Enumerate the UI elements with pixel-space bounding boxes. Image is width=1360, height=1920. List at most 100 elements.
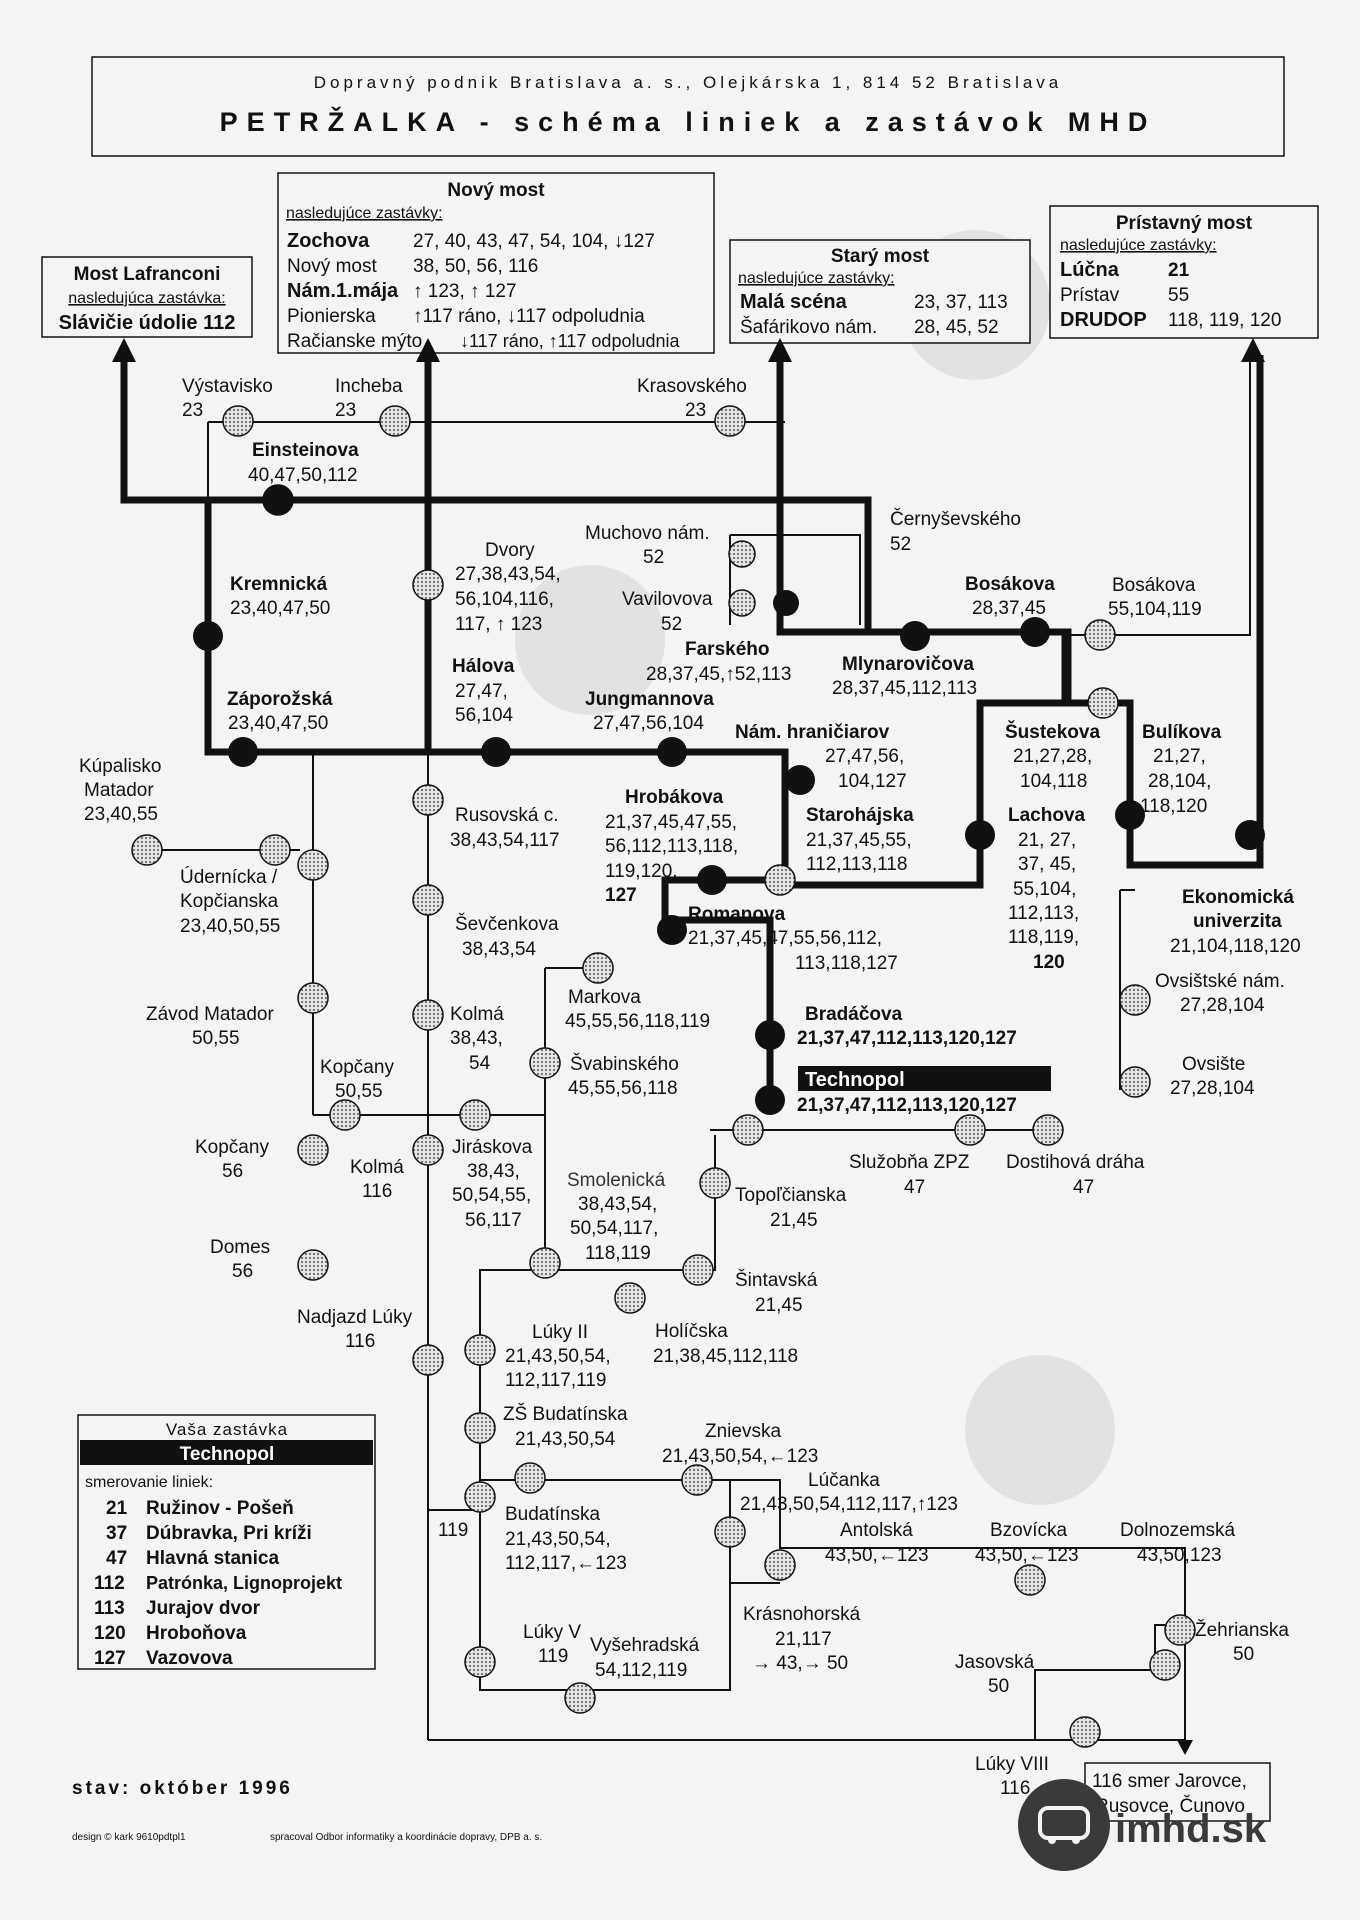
stop-lachova[interactable]: Lachova 21, 27, 37, 45, 55,104, 112,113,… bbox=[965, 805, 1086, 973]
stop-cernysevskeho[interactable]: Černyševského 52 bbox=[890, 508, 1021, 555]
row-name: Šafárikovo nám. bbox=[740, 316, 877, 338]
stop-kupalisko[interactable]: Kúpalisko Matador 23,40,55 bbox=[79, 756, 163, 866]
stop-sevcenkova[interactable]: Ševčenkova 38,43,54 bbox=[412, 884, 559, 960]
svg-text:50,55: 50,55 bbox=[335, 1081, 383, 1102]
stop-luky-5[interactable]: Lúky V 119 bbox=[464, 1622, 581, 1678]
stop-sintavska[interactable]: Šintavská 21,45 bbox=[682, 1254, 818, 1316]
stop-incheba[interactable]: Incheba 23 bbox=[335, 376, 411, 437]
svg-text:Dolnozemská: Dolnozemská bbox=[1120, 1520, 1236, 1541]
svg-text:23,40,55: 23,40,55 bbox=[84, 804, 158, 825]
stop-einsteinova[interactable]: Einsteinova 40,47,50,112 bbox=[248, 440, 359, 516]
stop-smolenicka[interactable]: Smolenická 38,43,54, 50,54,117, 118,119 bbox=[529, 1170, 666, 1279]
stop-mlynarovicova[interactable]: Mlynarovičova 28,37,45,112,113 bbox=[832, 621, 977, 699]
svg-text:Mlynarovičova: Mlynarovičova bbox=[842, 654, 974, 675]
stop-bosakova-2[interactable]: Bosákova 55,104,119 bbox=[1084, 575, 1202, 651]
stop-kolma-2[interactable]: Kolmá 116 bbox=[350, 1134, 444, 1202]
stop-udernicka[interactable]: Úderníсka / Kopčianska 23,40,50,55 bbox=[180, 834, 329, 937]
svg-text:21, 27,: 21, 27, bbox=[1018, 830, 1076, 851]
svg-text:Topoľčianska: Topoľčianska bbox=[735, 1185, 847, 1206]
stop-kopcany-1[interactable]: Kopčany 50,55 bbox=[320, 1057, 491, 1131]
stop-zehrianska[interactable]: Žehrianska 50 bbox=[1164, 1614, 1289, 1665]
stop-technopol[interactable]: Technopol 21,37,47,112,113,120,127 bbox=[755, 1066, 1051, 1116]
stop-dostihova[interactable]: Dostihová dráha 47 bbox=[1006, 1114, 1145, 1198]
box-title: Prístavný most bbox=[1116, 213, 1253, 234]
stop-dvory[interactable]: Dvory 27,38,43,54, 56,104,116, 117, ↑ 12… bbox=[412, 540, 561, 635]
stop-luky-2[interactable]: Lúky II 21,43,50,54, 112,117,119 bbox=[464, 1282, 646, 1391]
stop-dolnozemska[interactable]: Dolnozemská 43,50,123 bbox=[1120, 1520, 1236, 1566]
svg-text:Ovsištské nám.: Ovsištské nám. bbox=[1155, 971, 1285, 992]
stop-svabinskeho[interactable]: Švabinského 45,55,56,118 bbox=[529, 1047, 679, 1099]
stop-bradacova[interactable]: Bradáčova 21,37,47,112,113,120,127 bbox=[755, 1004, 1017, 1050]
stop-jungmannova[interactable]: Jungmannova 27,47,56,104 bbox=[585, 689, 714, 767]
svg-text:112: 112 bbox=[94, 1573, 125, 1594]
svg-text:21,104,118,120: 21,104,118,120 bbox=[1170, 936, 1301, 957]
svg-text:Jurajov dvor: Jurajov dvor bbox=[146, 1598, 261, 1619]
stop-romanova[interactable]: Romanova 21,37,45,47,55,56,112, 113,118,… bbox=[657, 904, 898, 974]
stop-krasovskeho[interactable]: Krasovského 23 bbox=[637, 376, 747, 437]
svg-text:40,47,50,112: 40,47,50,112 bbox=[248, 465, 358, 486]
stop-zs-budatinska[interactable]: ZŠ Budatínska 21,43,50,54 bbox=[464, 1403, 628, 1450]
svg-text:Kopčany: Kopčany bbox=[320, 1057, 394, 1078]
svg-text:Šustekova: Šustekova bbox=[1005, 721, 1100, 743]
svg-text:21,117: 21,117 bbox=[775, 1629, 832, 1650]
stop-domes[interactable]: Domes 56 bbox=[210, 1237, 329, 1282]
row-lines: 55 bbox=[1168, 285, 1189, 306]
stop-starohajska[interactable]: Starohájska 21,37,45,55, 112,113,118 bbox=[764, 805, 914, 896]
stop-nam-hranicarov[interactable]: Nám. hraničiarov 27,47,56, 104,127 bbox=[735, 722, 907, 795]
stop-antolska[interactable]: Antolská 43,50,←123 bbox=[764, 1520, 929, 1581]
box-subtitle: nasledujúce zastávky: bbox=[286, 205, 443, 222]
design-credit: design © kark 9610pdtpl1 bbox=[72, 1832, 186, 1843]
stop-jiraskova[interactable]: Jiráskova 38,43, 50,54,55, 56,117 bbox=[452, 1137, 533, 1231]
stop-zaporozska[interactable]: Záporožská 23,40,47,50 bbox=[227, 689, 333, 767]
svg-text:45,55,56,118,119: 45,55,56,118,119 bbox=[565, 1011, 710, 1032]
stop-luky-8[interactable]: Lúky VIII 116 bbox=[975, 1716, 1101, 1799]
stop-budatinska[interactable]: Budatínska 21,43,50,54, 112,117,←123 bbox=[464, 1462, 627, 1574]
svg-text:Bulíkova: Bulíkova bbox=[1142, 722, 1222, 743]
stop-kremnicka[interactable]: Kremnická 23,40,47,50 bbox=[193, 574, 330, 651]
stop-sustekova[interactable]: Šustekova 21,27,28, 104,118 bbox=[1005, 687, 1119, 792]
svg-text:Výstavisko: Výstavisko bbox=[182, 376, 273, 397]
svg-text:50: 50 bbox=[988, 1676, 1009, 1697]
stop-farskeho[interactable]: Farského 28,37,45,↑52,113 bbox=[646, 639, 791, 685]
stop-nadjazd-luky[interactable]: Nadjazd Lúky 116 bbox=[297, 1307, 444, 1376]
row-name: Zochova bbox=[287, 230, 370, 252]
stop-znievska[interactable]: Znievska 21,43,50,54,←123 bbox=[662, 1421, 818, 1496]
stop-muchovo[interactable]: Muchovo nám. 52 bbox=[585, 523, 756, 568]
svg-text:21,43,50,54,: 21,43,50,54, bbox=[505, 1529, 611, 1550]
stop-vavilovova[interactable]: Vavilovova 52 bbox=[622, 589, 799, 635]
svg-text:21,37,45,55,: 21,37,45,55, bbox=[806, 830, 912, 851]
svg-text:54: 54 bbox=[469, 1053, 491, 1074]
svg-text:Vyšehradská: Vyšehradská bbox=[590, 1635, 700, 1656]
svg-text:23,40,47,50: 23,40,47,50 bbox=[230, 598, 330, 619]
stop-lucanka[interactable]: Lúčanka 21,43,50,54,112,117,↑123 bbox=[714, 1470, 958, 1548]
stop-bzovicka[interactable]: Bzovícka 43,50,←123 bbox=[975, 1520, 1079, 1596]
stop-vystavisko[interactable]: Výstavisko 23 bbox=[182, 376, 273, 437]
svg-text:112,117,←123: 112,117,←123 bbox=[505, 1553, 627, 1574]
stop-holicska[interactable]: Holíčska 21,38,45,112,118 bbox=[653, 1321, 798, 1367]
stop-ekonomicka[interactable]: Ekonomická univerzita 21,104,118,120 bbox=[1170, 820, 1301, 957]
stop-krasnohorska[interactable]: Krásnohorská 21,117 → 43,→ 50 bbox=[743, 1604, 861, 1674]
svg-text:21,27,28,: 21,27,28, bbox=[1013, 746, 1092, 767]
stop-markova[interactable]: Markova 45,55,56,118,119 bbox=[565, 952, 710, 1032]
svg-text:Žehrianska: Žehrianska bbox=[1195, 1619, 1289, 1641]
stop-ovsistske[interactable]: Ovsištské nám. 27,28,104 bbox=[1119, 971, 1285, 1016]
legend-heading: Vaša zastávka bbox=[166, 1420, 288, 1439]
stop-jasovska[interactable]: Jasovská 50 bbox=[955, 1649, 1181, 1697]
svg-text:23: 23 bbox=[335, 400, 356, 421]
stop-hrobakova[interactable]: Hrobákova 21,37,45,47,55, 56,112,113,118… bbox=[605, 787, 738, 906]
stop-rusovska[interactable]: Rusovská c. 38,43,54,117 bbox=[412, 784, 560, 851]
stop-topolcianska[interactable]: Topoľčianska 21,45 bbox=[699, 1167, 847, 1231]
stop-bulikova[interactable]: Bulíkova 21,27, 28,104, 118,120 bbox=[1115, 722, 1222, 830]
stop-kolma-1[interactable]: Kolmá 38,43, 54 bbox=[412, 999, 504, 1074]
svg-text:Bosákova: Bosákova bbox=[965, 574, 1055, 595]
imhd-watermark[interactable]: imhd.sk bbox=[1018, 1779, 1267, 1871]
stop-vysehradska[interactable]: Vyšehradská 54,112,119 bbox=[564, 1635, 700, 1714]
stop-halova[interactable]: Hálova 27,47, 56,104 bbox=[452, 656, 515, 767]
stop-bosakova-1[interactable]: Bosákova 28,37,45 bbox=[965, 574, 1055, 647]
stop-zavod-matador[interactable]: Závod Matador 50,55 bbox=[146, 982, 329, 1049]
svg-text:113: 113 bbox=[94, 1598, 125, 1619]
stop-kopcany-2[interactable]: Kopčany 56 bbox=[195, 1134, 329, 1182]
svg-text:56,112,113,118,: 56,112,113,118, bbox=[605, 836, 738, 857]
stop-sluzobna[interactable]: Služobňa ZPZ 47 bbox=[732, 1114, 986, 1198]
stop-ovsiste[interactable]: Ovsište 27,28,104 bbox=[1119, 1054, 1255, 1099]
